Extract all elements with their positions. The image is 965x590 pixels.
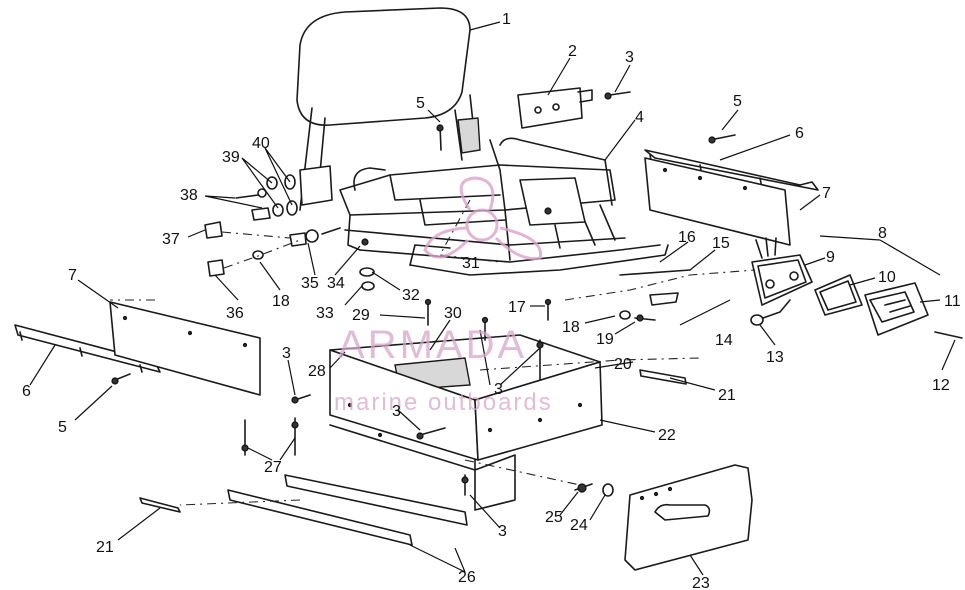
callout-3: 3 [625,49,634,66]
callout-38: 38 [180,187,198,204]
callout-40: 40 [252,135,270,152]
callout-5b: 5 [733,93,742,110]
callout-19: 19 [596,331,614,348]
callout-29: 29 [352,307,370,324]
callout-14: 14 [715,332,733,349]
callout-15: 15 [712,235,730,252]
callout-36: 36 [226,305,244,322]
right-side-panel [644,149,819,246]
callout-26: 26 [458,569,476,586]
callout-31: 31 [462,255,480,272]
callout-34: 34 [327,275,345,292]
mounting-rails [139,474,468,546]
callout-5: 5 [416,95,425,112]
backrest [296,7,481,211]
callout-24: 24 [570,517,588,534]
callout-4: 4 [635,109,644,126]
callout-18: 18 [562,319,580,336]
callout-37: 37 [162,231,180,248]
callout-22: 22 [658,427,676,444]
leader-lines [29,21,956,576]
callout-20: 20 [614,356,632,373]
callout-5-left: 5 [58,419,67,436]
callout-21-left: 21 [96,539,114,556]
callout-27: 27 [264,459,282,476]
fasteners [110,91,756,506]
callout-12: 12 [932,377,950,394]
bracket [517,87,593,129]
callout-21: 21 [718,387,736,404]
callout-13: 13 [766,349,784,366]
callout-28: 28 [308,363,326,380]
callout-16: 16 [678,229,696,246]
callout-25: 25 [545,509,563,526]
callout-3-bottom: 3 [498,523,507,540]
callout-30: 30 [444,305,462,322]
callout-6: 6 [795,125,804,142]
callout-18-left: 18 [272,293,290,310]
callout-8: 8 [878,225,887,242]
license-plate-bracket [624,464,753,571]
callout-1: 1 [502,11,511,28]
callout-39: 39 [222,149,240,166]
watermark-tagline: marine outboards [334,389,553,416]
callout-10: 10 [878,269,896,286]
watermark-brand: ARMADA [338,323,527,367]
callout-2: 2 [568,43,577,60]
battery-box [329,334,603,511]
callout-35: 35 [301,275,319,292]
tail-light-assembly [750,237,963,339]
watermark-logo [423,176,542,261]
callout-6-left: 6 [22,383,31,400]
callout-23: 23 [692,575,710,590]
callout-17: 17 [508,299,526,316]
callout-labels: 1 2 3 4 5 5 6 7 8 9 10 11 12 13 14 15 16… [22,11,961,590]
rack-frame [339,137,669,276]
callout-7: 7 [822,185,831,202]
callout-7-left: 7 [68,267,77,284]
watermark: ARMADA marine outboards [334,176,553,416]
callout-32: 32 [402,287,420,304]
callout-3-left: 3 [282,345,291,362]
callout-33: 33 [316,305,334,322]
left-side-panel [14,301,261,396]
callout-3-center: 3 [494,381,503,398]
callout-3-box: 3 [392,403,401,420]
callout-9: 9 [826,249,835,266]
callout-11: 11 [944,293,961,310]
